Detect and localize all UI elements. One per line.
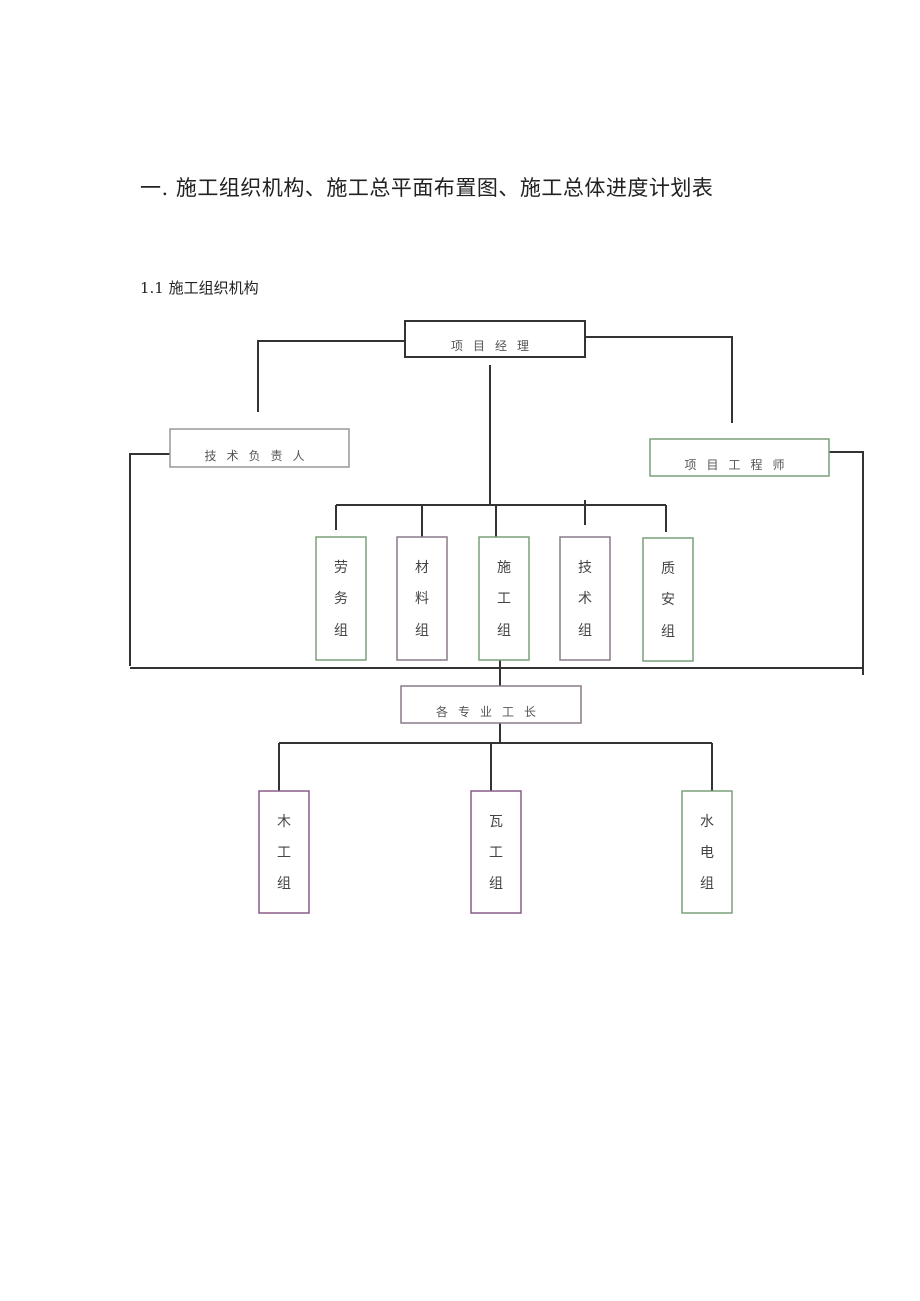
node-dept-technical: 技术组 [560, 537, 610, 660]
char: 瓦 [489, 813, 503, 830]
node-foremen: 各专业工长 [435, 705, 546, 719]
node-team-masonry: 瓦工组 [471, 791, 521, 913]
char: 水 [700, 813, 714, 830]
char: 料 [415, 591, 429, 608]
node-project-manager: 项目经理 [450, 339, 539, 353]
char: 组 [334, 623, 348, 640]
node-dept-quality-safety: 质安组 [643, 538, 693, 661]
node-dept-materials: 材料组 [397, 537, 447, 660]
char: 安 [661, 592, 675, 609]
char: 组 [700, 876, 714, 893]
char: 材 [415, 559, 429, 576]
char: 施 [497, 559, 511, 576]
connector-left-outer [129, 453, 170, 666]
box-top-border [404, 320, 586, 358]
node-project-engineer: 项目工程师 [684, 458, 795, 472]
connector-top-right [585, 336, 733, 423]
connector-top-left [257, 340, 405, 412]
node-dept-labor: 劳务组 [316, 537, 366, 660]
box-left-border [169, 428, 350, 468]
char: 组 [415, 623, 429, 640]
char: 工 [277, 844, 291, 861]
box-right-border [649, 438, 830, 477]
node-technical-lead: 技术负责人 [204, 449, 315, 463]
section-heading: 一. 施工组织机构、施工总平面布置图、施工总体进度计划表 [140, 176, 714, 200]
node-team-plumbing-electrical: 水电组 [682, 791, 732, 913]
char: 组 [489, 876, 503, 893]
char: 组 [578, 623, 592, 640]
char: 务 [334, 591, 348, 608]
char: 组 [277, 876, 291, 893]
node-team-carpentry: 木工组 [259, 791, 309, 913]
char: 术 [578, 591, 592, 608]
node-dept-construction: 施工组 [479, 537, 529, 660]
char: 电 [700, 844, 714, 861]
char: 工 [489, 844, 503, 861]
connector-right-outer [829, 451, 864, 675]
char: 工 [497, 591, 511, 608]
char: 技 [578, 559, 592, 576]
char: 木 [277, 813, 291, 830]
char: 组 [661, 624, 675, 641]
subsection-heading: 1.1 施工组织机构 [140, 279, 259, 297]
char: 劳 [334, 559, 348, 576]
char: 组 [497, 623, 511, 640]
char: 质 [661, 560, 675, 577]
